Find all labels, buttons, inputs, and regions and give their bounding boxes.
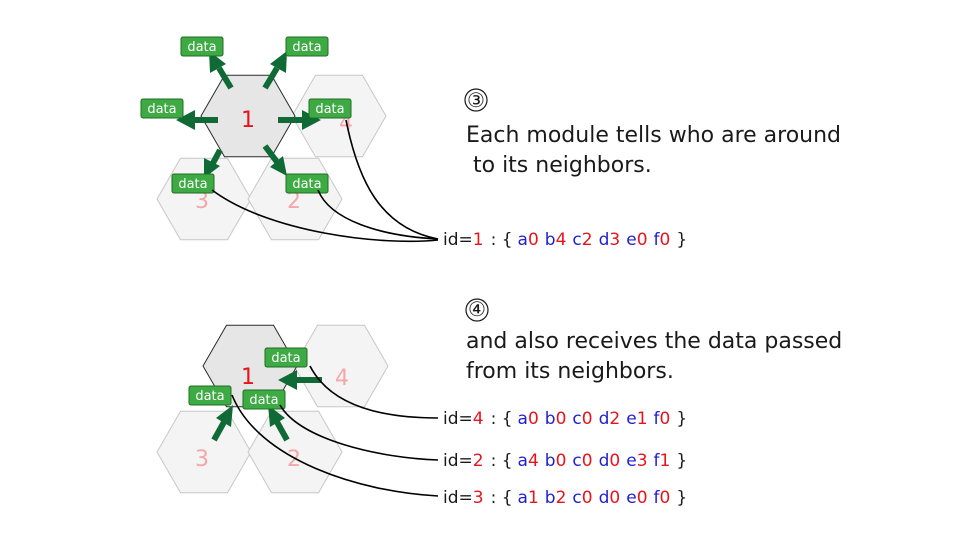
arrow-out-upper-right-head bbox=[270, 51, 287, 73]
data-tag: data bbox=[285, 173, 329, 194]
data-tag: data bbox=[171, 173, 215, 194]
arrow-in-right-head bbox=[278, 370, 297, 390]
module-2-number: 2 bbox=[287, 189, 301, 214]
module-1-number: 1 bbox=[241, 365, 255, 390]
connector-curve bbox=[309, 365, 439, 419]
brace-close: } bbox=[676, 230, 687, 250]
section-3-description-line2: to its neighbors. bbox=[466, 153, 652, 178]
step-4-label: ④ bbox=[468, 297, 486, 321]
section-3-description-line1: Each module tells who are around bbox=[466, 123, 841, 148]
arrow-in-lower-left-head bbox=[216, 405, 233, 427]
arrow-in-lower-left bbox=[211, 420, 227, 442]
section-3-connector-curves bbox=[211, 119, 439, 243]
svg-text:data: data bbox=[271, 351, 300, 366]
module-4-number: 4 bbox=[335, 366, 349, 391]
data-tag: data bbox=[188, 385, 232, 406]
step-3-label: ③ bbox=[467, 88, 485, 112]
data-tag: data bbox=[308, 98, 352, 119]
svg-text:data: data bbox=[292, 40, 321, 55]
data-tag: data bbox=[180, 36, 224, 57]
id-value: 1 bbox=[473, 230, 484, 250]
data-tag: data bbox=[285, 36, 329, 57]
connector-curve bbox=[279, 404, 439, 461]
arrow-out-lower-right bbox=[262, 144, 280, 164]
section-4-description-line1: and also receives the data passed bbox=[466, 329, 842, 354]
svg-text:data: data bbox=[147, 102, 176, 117]
arrow-out-lower-left bbox=[209, 148, 223, 167]
arrow-in-lower-right-head bbox=[268, 405, 285, 427]
step-3-circle bbox=[464, 88, 488, 112]
module-3-number: 3 bbox=[195, 189, 209, 214]
svg-text:data: data bbox=[249, 393, 278, 408]
svg-text:data: data bbox=[292, 177, 321, 192]
arrow-out-left-head bbox=[176, 110, 195, 130]
section-4-hex-grid: 1 4 3 2 bbox=[156, 324, 389, 494]
connector-curve bbox=[345, 119, 439, 240]
section-3-text: ③ Each module tells who are around to it… bbox=[464, 88, 841, 178]
module-2-number: 2 bbox=[287, 447, 301, 472]
arrow-out-upper-left bbox=[216, 66, 234, 90]
brace-open: : { bbox=[491, 230, 513, 250]
module-1-number: 1 bbox=[241, 108, 255, 133]
connector-curve bbox=[211, 189, 439, 243]
section-4-connector-curves bbox=[231, 365, 439, 497]
section-4-text: ④ and also receives the data passed from… bbox=[465, 297, 842, 384]
svg-text:data: data bbox=[187, 40, 216, 55]
connector-curve bbox=[317, 189, 439, 240]
arrow-in-lower-right bbox=[274, 420, 290, 442]
arrow-out-lower-left-head bbox=[204, 158, 220, 178]
svg-text:data: data bbox=[178, 177, 207, 192]
section-4-data-tags: data data data bbox=[188, 347, 308, 410]
section-3-data-tags: data data data data data data bbox=[140, 36, 352, 194]
arrow-out-right-head bbox=[302, 110, 321, 130]
step-4-circle bbox=[465, 298, 489, 322]
data-tag: data bbox=[242, 389, 286, 410]
id-prefix: id= bbox=[443, 230, 473, 250]
data-tag: data bbox=[140, 98, 184, 119]
svg-text:data: data bbox=[195, 389, 224, 404]
connector-curve bbox=[231, 394, 439, 497]
section-4-incoming-arrows bbox=[211, 370, 322, 442]
section-4-description-line2: from its neighbors. bbox=[466, 359, 674, 384]
arrow-out-lower-right-head bbox=[270, 156, 287, 176]
module-3-number: 3 bbox=[195, 447, 209, 472]
section-3-outgoing-arrows bbox=[176, 51, 321, 178]
svg-text:data: data bbox=[315, 102, 344, 117]
arrow-out-upper-right bbox=[262, 66, 280, 90]
data-tag: data bbox=[264, 347, 308, 368]
